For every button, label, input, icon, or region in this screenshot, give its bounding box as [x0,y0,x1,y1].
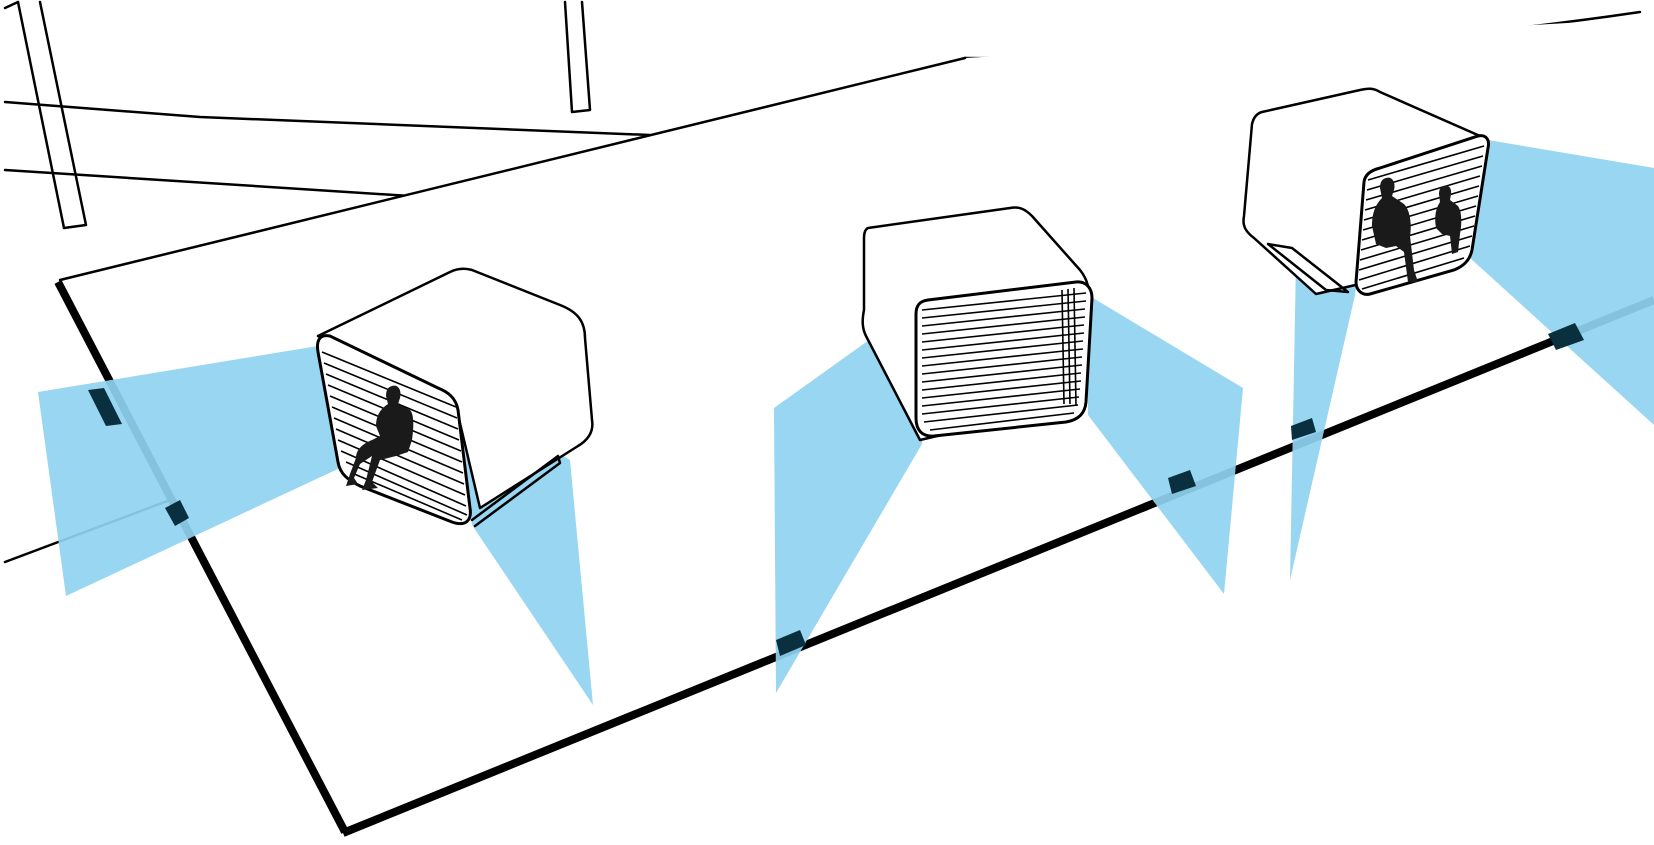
pod-left-base [470,454,562,528]
pod-right-person-silhouette-1 [1372,177,1418,282]
tree-trunk-left [16,0,88,230]
pod-center [861,206,1094,442]
platform-thick-left-edge [54,280,349,834]
pod-right [1242,87,1490,296]
pod-right-opening [1354,134,1490,296]
edge-overlaps [88,323,1584,656]
pod-center-slats [921,292,1087,431]
pod-left-person-silhouette [346,385,414,490]
pod-left [316,267,594,528]
tree-trunk-center [563,0,592,114]
pod-center-side-slats [1061,287,1077,407]
ground-line-lower [3,168,412,198]
pod-right-person-silhouette-2 [1435,185,1462,254]
ground-line-upper [3,100,652,137]
platform-top-edge [58,56,967,282]
pod-right-base [1266,242,1350,294]
view-cone-center-pod-right [1088,295,1243,594]
view-cone-center-pod-left [774,300,925,693]
pod-left-shell [316,267,594,510]
view-cone-right-pod-right [1470,140,1654,425]
platform-thick-front-edge [341,296,1654,837]
tree-branch-left [3,0,20,10]
